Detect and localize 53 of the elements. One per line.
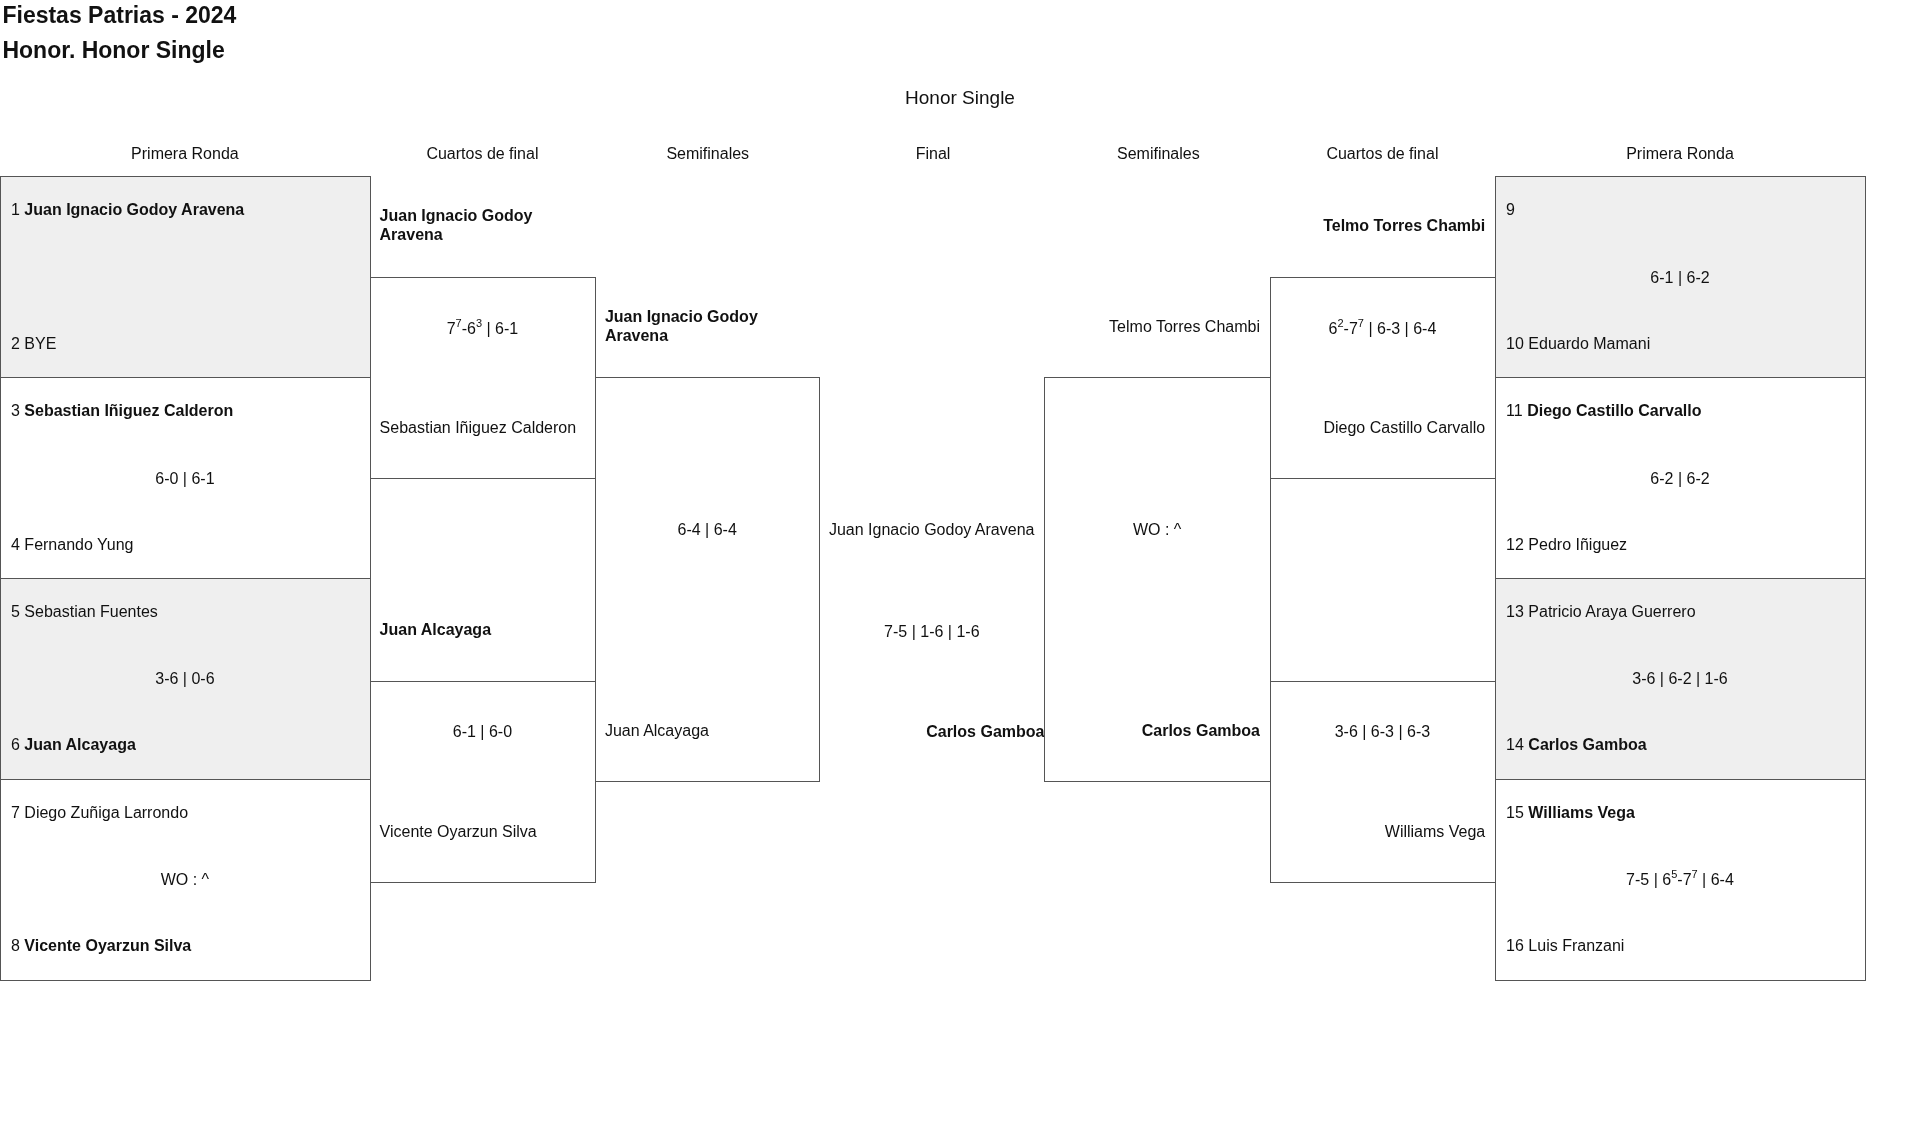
player-name: 9 — [1506, 199, 1516, 219]
match-score: 6$^{2}$-7$^{7}$ | 6-3 | 6-4 — [1327, 318, 1438, 338]
round-header: Cuartos de final — [426, 145, 539, 164]
player-name: 4 Fernando Yung — [11, 534, 135, 554]
match-score: 7-5 | 1-6 | 1-6 — [883, 621, 981, 641]
player-name: 11 Diego Castillo Carvallo — [1506, 400, 1703, 420]
player-name: Juan Alcayaga — [379, 619, 493, 639]
match-score: 6-4 | 6-4 — [676, 519, 738, 539]
match-score: 6-0 | 6-1 — [154, 468, 216, 488]
player-name: Sebastian Iñiguez Calderon — [379, 417, 578, 437]
round-header: Semifinales — [666, 145, 750, 164]
match-score: WO : ^ — [1131, 519, 1183, 539]
player-name: 8 Vicente Oyarzun Silva — [11, 935, 193, 955]
match-score: 3-6 | 6-2 | 1-6 — [1631, 668, 1729, 688]
round-header: Primera Ronda — [1626, 145, 1734, 164]
page-title: Fiestas Patrias - 2024 — [2, 2, 237, 30]
player-name: Carlos Gamboa — [925, 721, 1045, 741]
match-score: 3-6 | 0-6 — [154, 668, 216, 688]
match-score: 6-2 | 6-2 — [1649, 468, 1711, 488]
round-header: Primera Ronda — [131, 145, 239, 164]
player-name: 5 Sebastian Fuentes — [11, 601, 159, 621]
match-score: WO : ^ — [159, 869, 211, 889]
match-score: 7-5 | 6$^{5}$-7$^{7}$ | 6-4 — [1625, 869, 1735, 889]
match-score: 3-6 | 6-3 | 6-3 — [1333, 721, 1432, 741]
round-header: Semifinales — [1117, 145, 1200, 164]
match-score: 6-1 | 6-2 — [1649, 267, 1711, 287]
player-name: Carlos Gamboa — [1140, 720, 1260, 740]
player-name: Juan Alcayaga — [604, 720, 710, 740]
player-name: 10 Eduardo Mamani — [1506, 333, 1652, 353]
player-name: Telmo Torres Chambi — [1108, 316, 1260, 336]
player-name: Juan Ignacio Godoy Aravena — [604, 306, 759, 345]
player-name: 3 Sebastian Iñiguez Calderon — [11, 400, 235, 420]
round-header: Cuartos de final — [1326, 145, 1439, 164]
bracket-title: Honor Single — [905, 86, 1015, 109]
player-name: Telmo Torres Chambi — [1322, 215, 1486, 235]
player-name: Juan Ignacio Godoy Aravena — [379, 206, 534, 245]
player-name: 13 Patricio Araya Guerrero — [1506, 601, 1697, 621]
subtitle: Honor. Honor Single — [2, 36, 225, 64]
player-name: 14 Carlos Gamboa — [1506, 734, 1648, 754]
player-name: Juan Ignacio Godoy Aravena — [828, 519, 1036, 539]
player-name: Williams Vega — [1383, 821, 1486, 841]
player-name: 16 Luis Franzani — [1506, 935, 1626, 955]
player-name: Vicente Oyarzun Silva — [379, 821, 538, 841]
match-score: 7$^{7}$-6$^{3}$ | 6-1 — [445, 318, 520, 338]
player-name: 6 Juan Alcayaga — [11, 734, 137, 754]
player-name: 2 BYE — [11, 333, 58, 353]
match-score: 6-1 | 6-0 — [451, 721, 514, 741]
player-name: 1 Juan Ignacio Godoy Aravena — [11, 199, 246, 219]
player-name: 15 Williams Vega — [1506, 802, 1636, 822]
round-header: Final — [915, 145, 951, 164]
player-name: 12 Pedro Iñiguez — [1506, 534, 1629, 554]
player-name: Diego Castillo Carvallo — [1322, 417, 1486, 437]
player-name: 7 Diego Zuñiga Larrondo — [11, 802, 190, 822]
